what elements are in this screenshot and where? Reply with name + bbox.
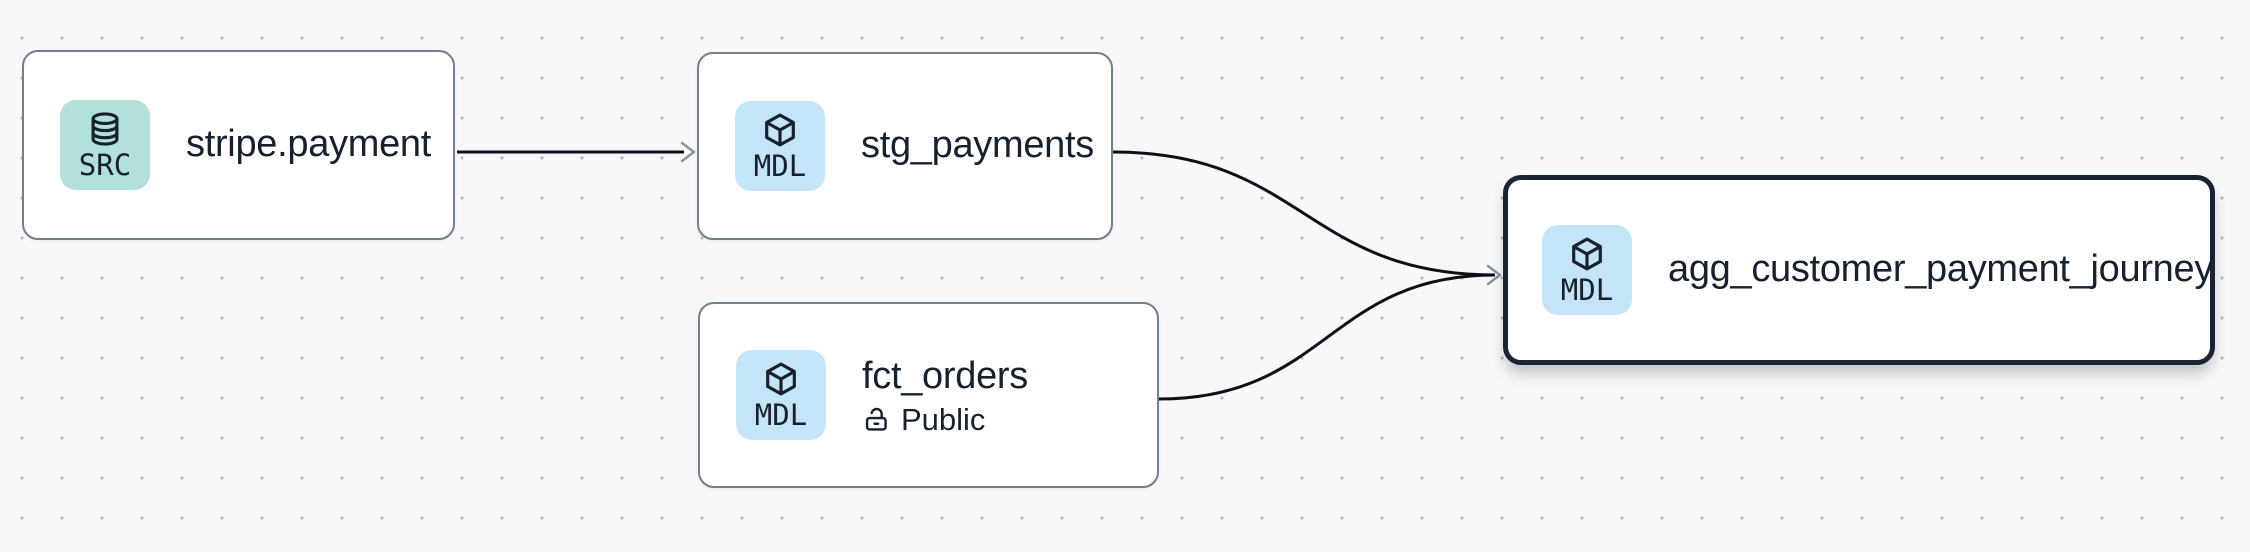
node-stripe-payment[interactable]: SRC stripe.payment xyxy=(22,50,455,240)
node-agg-customer-payment-journey[interactable]: MDL agg_customer_payment_journey xyxy=(1503,175,2215,365)
node-title: agg_customer_payment_journey xyxy=(1668,248,2214,291)
node-title: stg_payments xyxy=(861,124,1094,167)
node-title: stripe.payment xyxy=(186,123,432,166)
node-title: fct_orders xyxy=(862,354,1028,397)
edge-stg-payments-to-agg-customer-payment-journey[interactable] xyxy=(1112,150,1496,277)
model-type-badge: MDL xyxy=(736,350,826,440)
badge-label: MDL xyxy=(754,398,808,432)
badge-label: SRC xyxy=(78,148,132,182)
cube-icon xyxy=(1572,237,1602,271)
database-icon xyxy=(91,112,119,146)
unlock-icon xyxy=(865,408,887,431)
edge-fct-orders-to-agg-customer-payment-journey[interactable] xyxy=(1158,273,1496,401)
source-type-badge: SRC xyxy=(60,100,150,190)
node-fct-orders[interactable]: MDL fct_orders Public xyxy=(698,302,1159,488)
access-row: Public xyxy=(862,404,1028,435)
cube-icon xyxy=(765,113,795,147)
arrowhead-icon xyxy=(1486,264,1502,286)
access-label: Public xyxy=(901,402,986,438)
cube-icon xyxy=(766,362,796,396)
arrowhead-icon xyxy=(680,141,696,163)
badge-label: MDL xyxy=(753,149,807,183)
model-type-badge: MDL xyxy=(735,101,825,191)
model-type-badge: MDL xyxy=(1542,225,1632,315)
badge-label: MDL xyxy=(1560,273,1614,307)
node-stg-payments[interactable]: MDL stg_payments xyxy=(697,52,1113,240)
node-text: fct_orders Public xyxy=(862,355,1028,436)
